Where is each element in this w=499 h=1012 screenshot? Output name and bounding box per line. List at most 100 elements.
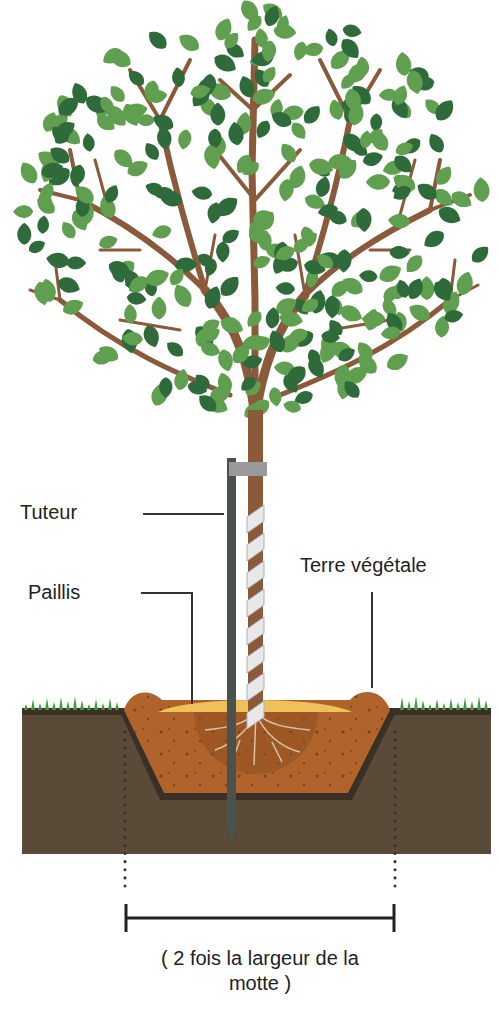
leader-line — [143, 513, 224, 515]
leaf — [39, 159, 65, 180]
leaf — [346, 101, 366, 127]
leaf — [55, 274, 82, 296]
grass-blade — [101, 703, 105, 710]
leaf — [215, 371, 234, 395]
leaf — [390, 183, 413, 204]
spiral-guard — [247, 533, 264, 561]
leaf — [402, 251, 426, 276]
leaf — [97, 233, 119, 251]
leaf — [71, 182, 98, 208]
dimension-label: ( 2 fois la largeur de la motte ) — [150, 946, 370, 996]
tree-tie — [229, 462, 267, 476]
grass-blade — [456, 702, 460, 710]
leaf — [159, 377, 172, 398]
leaf — [126, 291, 147, 306]
leaf — [97, 94, 118, 117]
leaf — [150, 223, 173, 241]
leaf — [153, 185, 173, 201]
leaf — [259, 64, 279, 86]
leaf — [366, 174, 390, 190]
leaf — [54, 92, 83, 120]
leaf — [106, 257, 134, 281]
leaf — [172, 367, 190, 391]
leaf — [151, 296, 166, 319]
leaf — [321, 330, 341, 344]
grass-blade — [38, 703, 42, 710]
leaf — [123, 304, 137, 324]
leaf — [390, 246, 410, 259]
leaf — [299, 229, 321, 250]
leaf — [58, 219, 79, 242]
spiral-guard — [247, 645, 264, 673]
leaf — [355, 56, 370, 77]
leaf — [305, 347, 323, 369]
leaf — [341, 23, 362, 39]
leaf — [265, 307, 281, 330]
leaf — [189, 82, 212, 100]
leaf — [166, 265, 187, 288]
grass-blade — [66, 701, 70, 710]
leader-line — [371, 592, 373, 688]
grass-blade — [442, 703, 446, 710]
grass-blade — [108, 698, 112, 710]
leaf — [125, 272, 152, 297]
leaf — [245, 220, 268, 243]
spiral-guard — [247, 617, 264, 645]
leaf — [253, 27, 269, 49]
leaf — [136, 114, 155, 127]
leaf — [337, 302, 365, 326]
leaf — [32, 280, 52, 306]
dimension-extension — [394, 732, 397, 888]
leaf — [93, 111, 118, 134]
leaf — [269, 108, 295, 130]
grass-blade — [484, 700, 488, 710]
leaf — [266, 328, 289, 355]
leaf — [336, 345, 358, 365]
leaf — [468, 242, 492, 266]
grass-blade — [52, 702, 56, 710]
grass-blade — [80, 700, 84, 710]
leaf — [327, 98, 346, 122]
part-label: Tuteur — [20, 500, 77, 525]
tree-foliage — [13, 0, 493, 422]
leaf — [229, 340, 254, 367]
leaf — [425, 131, 447, 156]
leaf — [60, 296, 86, 318]
leaf — [239, 158, 262, 179]
leaf — [82, 133, 96, 153]
leaf — [99, 44, 125, 67]
leaf — [454, 270, 476, 298]
leaf — [91, 348, 115, 367]
leaf — [268, 386, 283, 407]
dimension-line — [126, 917, 394, 920]
leaf — [443, 308, 464, 324]
dimension-extension — [124, 732, 127, 888]
leaf — [36, 215, 49, 234]
grass-blade — [477, 696, 481, 710]
stake — [227, 458, 236, 828]
leaf — [414, 179, 441, 203]
leaf — [67, 163, 87, 189]
leaf — [420, 227, 447, 252]
leaf — [195, 250, 217, 270]
leaf — [186, 379, 209, 397]
leaf — [275, 281, 296, 295]
leaf — [52, 118, 78, 142]
leaf — [211, 50, 240, 76]
leaf — [281, 362, 310, 391]
grass-blade — [428, 704, 432, 710]
leaf — [253, 118, 273, 141]
leaf — [243, 308, 264, 330]
leaf — [227, 121, 246, 147]
leaf — [221, 29, 242, 51]
grass-blade — [24, 704, 28, 710]
leaf — [199, 340, 223, 360]
leaf — [251, 253, 272, 271]
leaf — [262, 3, 283, 28]
leaf — [430, 278, 456, 305]
spiral-guard — [247, 673, 264, 701]
leaf — [362, 312, 386, 327]
grass-blade — [31, 699, 35, 710]
grass-blade — [407, 701, 411, 710]
leaf — [327, 153, 353, 171]
